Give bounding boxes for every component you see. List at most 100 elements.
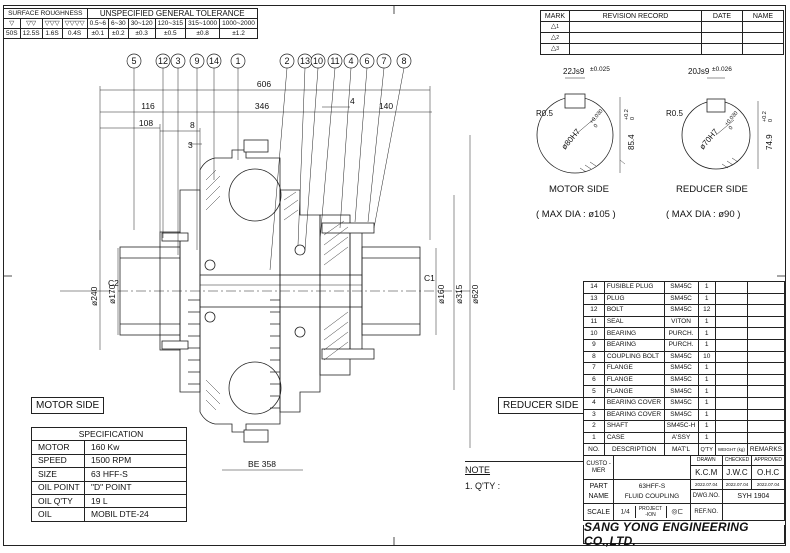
parts-weight — [714, 431, 748, 445]
parts-mat: SM45C — [663, 385, 699, 398]
callout-5: 5 — [131, 56, 136, 66]
spec-key: SIZE — [31, 467, 85, 482]
parts-remarks — [746, 362, 786, 375]
dim-be: BE 358 — [248, 459, 276, 469]
motor-key-tol: ±0.025 — [590, 66, 610, 73]
dim-3: 3 — [188, 140, 193, 150]
callout-14: 14 — [209, 56, 219, 66]
parts-qty: 1 — [697, 385, 716, 398]
parts-qty: 1 — [697, 396, 716, 410]
callout-11: 11 — [330, 56, 339, 66]
parts-header-no: NO. — [583, 443, 605, 456]
parts-qty: 1 — [697, 292, 716, 306]
parts-weight — [714, 408, 748, 422]
parts-mat: PURCH. — [663, 327, 699, 340]
parts-remarks — [746, 408, 786, 422]
reducer-section-title: REDUCER SIDE — [676, 184, 748, 195]
parts-desc: BEARING COVER — [603, 408, 665, 422]
dim-4: 4 — [350, 96, 355, 106]
parts-remarks — [746, 396, 786, 410]
parts-header-remarks: REMARKS — [746, 443, 786, 456]
tolerance-value: ±0.1 — [86, 28, 110, 39]
parts-weight — [714, 338, 748, 352]
parts-qty: 1 — [697, 420, 716, 433]
part-name: 63HFF-S FLUID COUPLING — [613, 479, 691, 504]
motor-section-title: MOTOR SIDE — [549, 184, 609, 195]
part-name-label: PART NAME — [582, 479, 615, 504]
parts-qty: 10 — [697, 350, 716, 364]
ref-no-label: REF.NO. — [689, 503, 723, 521]
motor-depth-tol-low: 0 — [630, 117, 636, 120]
part-name-line2: FLUID COUPLING — [624, 492, 680, 500]
spec-value: "D" POINT — [84, 480, 187, 495]
parts-qty: 1 — [697, 408, 716, 422]
parts-weight — [714, 396, 748, 410]
reducer-key: 20Js9 — [688, 67, 710, 76]
reducer-bore-tol-low: 0 — [728, 125, 735, 131]
drawn-label: DRAWN — [689, 455, 723, 466]
parts-weight — [714, 385, 748, 398]
approved-date: 2022.07.04 — [751, 479, 785, 490]
parts-no: 3 — [583, 408, 605, 422]
note-title: NOTE — [465, 465, 491, 475]
parts-qty: 12 — [697, 304, 716, 317]
parts-desc: FLANGE — [603, 373, 665, 387]
dim-116: 116 — [141, 101, 155, 111]
callout-10: 10 — [313, 56, 323, 66]
part-name-line1: 63HFF-S — [638, 482, 666, 490]
parts-desc: FLANGE — [603, 362, 665, 375]
parts-no: 8 — [583, 350, 605, 364]
parts-remarks — [746, 281, 786, 294]
motor-depth-tol-up: +0.2 — [624, 109, 630, 120]
parts-header-qty: Q'TY — [697, 443, 716, 456]
checked-label: CHECKED — [721, 455, 753, 466]
reducer-depth-tol-low: 0 — [768, 119, 774, 122]
parts-weight — [714, 315, 748, 329]
parts-weight — [714, 373, 748, 387]
dwg-no: SYH 1904 — [721, 489, 786, 504]
chamfer-c2: C2 — [108, 278, 119, 288]
parts-no: 6 — [583, 373, 605, 387]
callout-2: 2 — [284, 56, 289, 66]
reducer-depth-tol-up: +0.2 — [762, 111, 768, 122]
parts-weight — [714, 362, 748, 375]
parts-desc: COUPLING BOLT — [603, 350, 665, 364]
scale-value: 1/4 — [620, 508, 630, 516]
parts-no: 7 — [583, 362, 605, 375]
dim-phi240: ø240 — [89, 286, 99, 306]
parts-remarks — [746, 431, 786, 445]
spec-value: 1500 RPM — [84, 453, 187, 469]
spec-key: MOTOR — [31, 440, 85, 455]
drawn-date: 2022.07.04 — [689, 479, 723, 490]
parts-desc: BEARING — [603, 338, 665, 352]
parts-desc: BEARING COVER — [603, 396, 665, 410]
parts-no: 12 — [583, 304, 605, 317]
tolerance-value: ±0.8 — [185, 28, 221, 39]
parts-mat: SM45C — [663, 292, 699, 306]
parts-header-desc: DESCRIPTION — [603, 443, 665, 456]
parts-remarks — [746, 350, 786, 364]
parts-qty: 1 — [697, 338, 716, 352]
dwg-no-label: DWG.NO. — [689, 489, 723, 504]
parts-desc: CASE — [603, 431, 665, 445]
parts-no: 10 — [583, 327, 605, 340]
scale-label: SCALE — [582, 503, 615, 521]
chamfer-c1: C1 — [424, 273, 435, 283]
spec-key: OIL POINT — [31, 480, 85, 495]
reducer-bore: ø70H7 — [698, 127, 721, 152]
dim-140: 140 — [379, 101, 393, 111]
company-name: SANG YONG ENGINEERING CO.,LTD. — [583, 520, 785, 548]
spec-value: 63 HFF-S — [84, 467, 187, 482]
revision-mark: △3 — [540, 43, 570, 55]
parts-desc: FUSIBLE PLUG — [603, 281, 665, 294]
parts-mat: PURCH. — [663, 338, 699, 352]
